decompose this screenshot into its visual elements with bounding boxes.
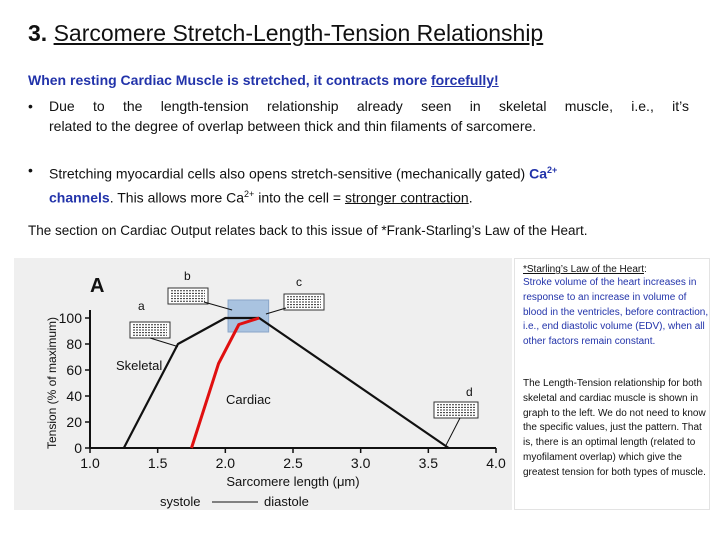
bullet-text-part: Stretching myocardial cells also opens s… xyxy=(49,165,530,182)
callout-line-a xyxy=(149,337,179,348)
y-tick-label: 80 xyxy=(66,336,82,352)
starling-law-box: *Starling’s Law of the Heart: Stroke vol… xyxy=(514,258,710,510)
x-tick-label: 3.0 xyxy=(351,455,371,471)
callout-line-b xyxy=(203,301,233,311)
lead-statement: When resting Cardiac Muscle is stretched… xyxy=(28,72,499,88)
chart-layer: 0 20 40 60 80 100 1.0 1.5 2.0 2.5 3.0 3.5 4.0Sarcome… xyxy=(45,269,506,509)
callout-label-a: a xyxy=(138,299,145,313)
callout-label-c: c xyxy=(296,275,302,289)
y-tick-label: 40 xyxy=(66,388,82,404)
calcium-charge: 2+ xyxy=(547,165,558,175)
bullet-marker: • xyxy=(28,162,33,178)
series-label-skeletal: Skeletal xyxy=(116,358,162,373)
lead-text: When resting Cardiac Muscle is stretched… xyxy=(28,72,431,88)
systole-label: systole xyxy=(160,494,200,509)
section-note: The section on Cardiac Output relates ba… xyxy=(28,223,588,238)
x-tick-label: 2.5 xyxy=(283,455,303,471)
chart-background xyxy=(14,258,512,510)
panel-label: A xyxy=(90,275,104,297)
starling-heading-colon: : xyxy=(644,264,647,275)
x-axis-title: Sarcomere length (μm) xyxy=(226,474,359,489)
bullet-text-part: . xyxy=(468,189,473,206)
bullet-line: related to the degree of overlap between… xyxy=(49,118,537,134)
bullet-marker: • xyxy=(28,98,33,114)
x-tick-label: 1.0 xyxy=(80,455,100,471)
y-axis-title: Tension (% of maximum) xyxy=(45,317,59,449)
callout-line-c xyxy=(265,307,287,315)
bullet-line: Due to the length-tension relationship a… xyxy=(49,98,689,114)
lead-emphasis: forcefully! xyxy=(431,72,499,88)
x-tick-label: 4.0 xyxy=(486,455,506,471)
bullet-line: channels. This allows more Ca2+ into the… xyxy=(49,184,689,208)
length-tension-explanation: The Length-Tension relationship for both… xyxy=(523,378,706,478)
x-tick-label: 1.5 xyxy=(148,455,168,471)
title-number: 3. xyxy=(28,20,48,46)
calcium-charge: 2+ xyxy=(244,188,255,199)
bullet-text: Due to the length-tension relationship a… xyxy=(49,96,689,136)
optimum-highlight xyxy=(227,299,270,333)
starling-definition: Stroke volume of the heart increases in … xyxy=(523,277,709,348)
callout-line-d xyxy=(445,417,461,446)
callout-label-d: d xyxy=(466,385,473,399)
calcium-label: Ca xyxy=(529,165,548,182)
diastole-label: diastole xyxy=(264,494,309,509)
y-tick-label: 0 xyxy=(74,440,82,456)
bullet-text-part: into the cell = xyxy=(254,189,345,206)
channels-label: channels xyxy=(49,189,110,206)
length-tension-chart: 0 20 40 60 80 100 1.0 1.5 2.0 2.5 3.0 3.5 4.0Sarcome… xyxy=(14,258,512,510)
title-text: Sarcomere Stretch-Length-Tension Relatio… xyxy=(53,20,544,46)
starling-heading-text: *Starling’s Law of the Heart xyxy=(523,264,644,275)
x-tick-label: 2.0 xyxy=(216,455,236,471)
callout-label-b: b xyxy=(184,269,191,283)
y-tick-label: 100 xyxy=(59,310,83,326)
bullet-text: Stretching myocardial cells also opens s… xyxy=(49,160,689,207)
y-tick-label: 60 xyxy=(66,362,82,378)
bullet-text-part: . This allows more Ca xyxy=(109,189,245,206)
bullet-line: Stretching myocardial cells also opens s… xyxy=(49,160,689,184)
starling-heading: *Starling’s Law of the Heart: xyxy=(523,263,709,276)
stronger-contraction: stronger contraction xyxy=(344,189,469,206)
series-label-cardiac: Cardiac xyxy=(226,392,271,407)
y-tick-label: 20 xyxy=(66,414,82,430)
series-line-cardiac xyxy=(190,316,260,449)
page-title: 3. Sarcomere Stretch-Length-Tension Rela… xyxy=(28,20,543,47)
x-tick-label: 3.5 xyxy=(419,455,439,471)
